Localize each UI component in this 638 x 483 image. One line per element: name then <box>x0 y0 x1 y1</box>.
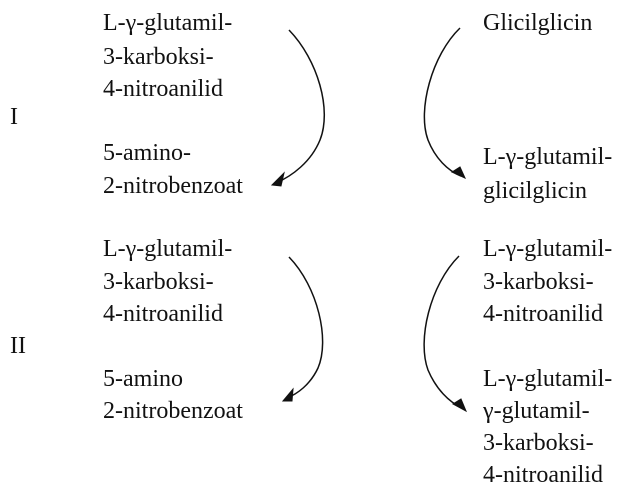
text-line: L-γ-glutamil- <box>483 236 613 262</box>
reaction-ii-right-arrow <box>423 255 468 413</box>
text-line: L-γ-glutamil- <box>483 366 613 392</box>
text-line: 5-amino- <box>103 140 191 166</box>
text-line: L-γ-glutamil- <box>103 10 233 36</box>
text-line: L-γ-glutamil- <box>483 144 613 170</box>
reaction-i-right-arrow <box>423 27 467 180</box>
reaction-label-i: I <box>10 104 18 130</box>
text-line: 4-nitroanilid <box>103 301 223 327</box>
text-line: 3-karboksi- <box>483 269 594 295</box>
text-line: 2-nitrobenzoat <box>103 398 243 424</box>
text-line: glicilglicin <box>483 178 587 204</box>
reaction-label-ii: II <box>10 333 26 359</box>
reaction-ii-left-arrow <box>281 256 324 402</box>
text-line: 3-karboksi- <box>483 430 594 456</box>
text-line: 3-karboksi- <box>103 44 214 70</box>
text-line: L-γ-glutamil- <box>103 236 233 262</box>
text-line: γ-glutamil- <box>483 398 590 424</box>
text-line: Glicilglicin <box>483 10 593 36</box>
text-line: 5-amino <box>103 366 183 392</box>
reaction-i-left-arrow <box>270 29 326 187</box>
text-line: 4-nitroanilid <box>483 301 603 327</box>
text-line: 3-karboksi- <box>103 269 214 295</box>
text-line: 4-nitroanilid <box>483 462 603 483</box>
text-line: 4-nitroanilid <box>103 76 223 102</box>
text-line: 2-nitrobenzoat <box>103 173 243 199</box>
